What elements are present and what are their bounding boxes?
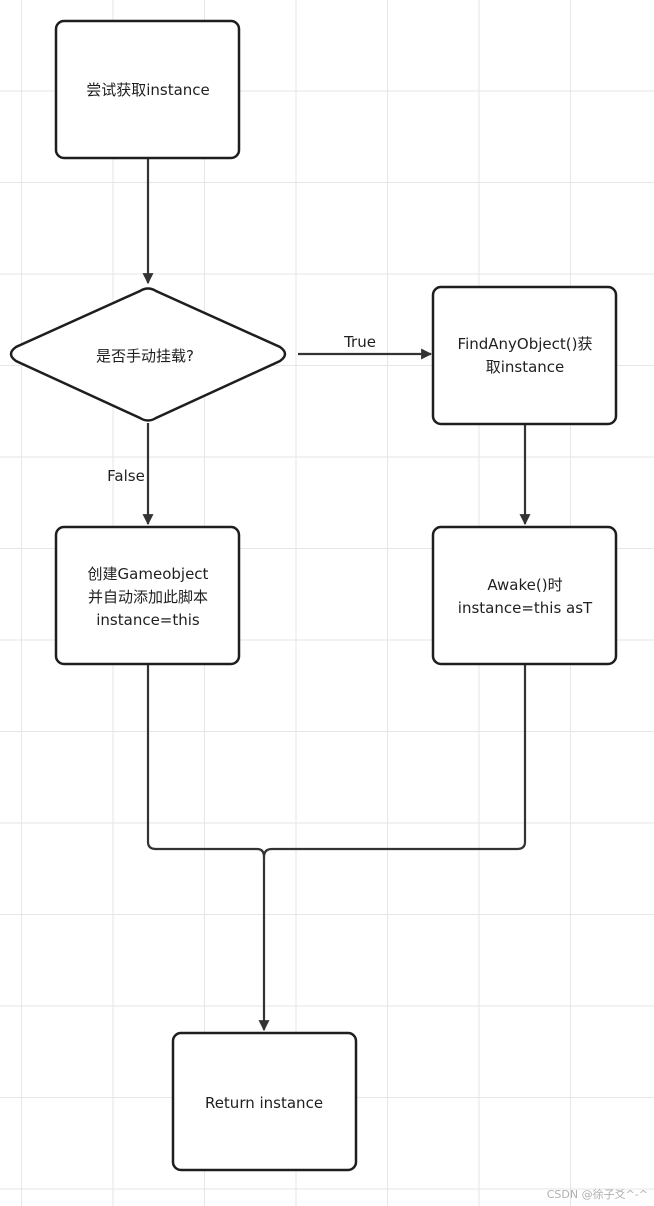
create-node-label-2: 并自动添加此脚本 [88, 588, 208, 606]
edge-awake-to-merge [262, 664, 527, 858]
start-node-label: 尝试获取instance [86, 81, 210, 99]
true-label: True [343, 333, 376, 351]
awake-node [431, 525, 618, 666]
create-node [54, 525, 241, 666]
decision-node-label: 是否手动挂载? [96, 347, 194, 365]
return-node [171, 1031, 358, 1172]
find-node-label-2: 取instance [486, 358, 565, 376]
start-node [54, 19, 241, 160]
watermark: CSDN @徐子爻^-^ [546, 1188, 648, 1201]
create-node-label-1: 创建Gameobject [88, 565, 209, 583]
decision-node [9, 287, 287, 422]
create-node-label-3: instance=this [96, 611, 200, 629]
false-label: False [107, 467, 145, 485]
awake-node-label-2: instance=this asT [458, 599, 593, 617]
return-node-label: Return instance [205, 1094, 323, 1112]
awake-node-label-1: Awake()时 [487, 576, 562, 594]
find-node-label-1: FindAnyObject()获 [458, 335, 593, 353]
find-node [431, 285, 618, 426]
edge-create-to-merge [146, 664, 266, 858]
